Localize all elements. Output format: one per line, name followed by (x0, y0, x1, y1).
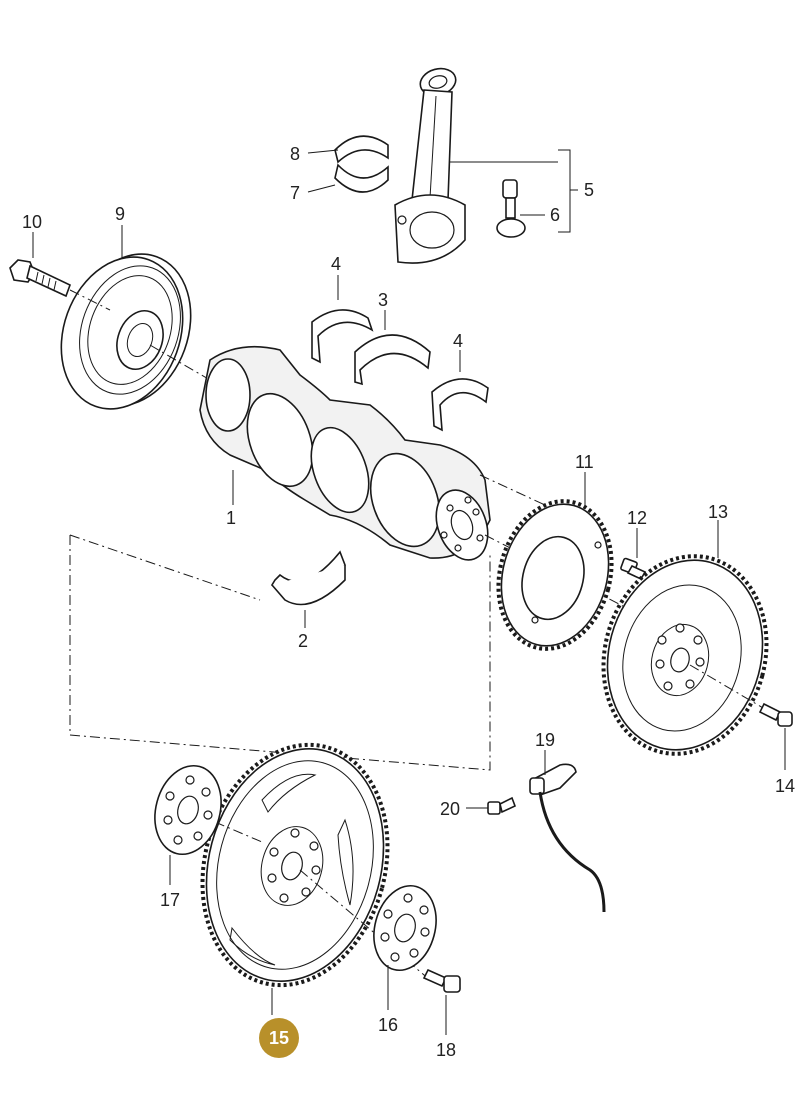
callout-17: 17 (160, 890, 180, 910)
main-bearing-shell-lower[interactable] (270, 550, 346, 606)
thrust-bearing-shell-left[interactable] (311, 309, 374, 364)
callout-16: 16 (378, 1015, 398, 1035)
callout-19: 19 (535, 730, 555, 750)
thrust-bearing-shell-right[interactable] (431, 378, 489, 432)
crankshaft[interactable] (199, 345, 497, 567)
flex-plate-flywheel[interactable] (176, 724, 413, 1006)
sensor-bolt[interactable] (487, 796, 517, 815)
flywheel-axis (689, 664, 771, 713)
callout-3: 3 (378, 290, 388, 310)
main-bearing-shell-upper[interactable] (354, 334, 431, 386)
belt-pulley[interactable] (41, 237, 211, 426)
callout-20: 20 (440, 799, 460, 819)
callout-13: 13 (708, 502, 728, 522)
crank-axis-lower (484, 534, 651, 621)
bolt-axis-line (69, 289, 111, 311)
flex-plate-bolt[interactable] (422, 968, 461, 993)
variant-group-outline-top (69, 534, 261, 601)
callout-14: 14 (775, 776, 795, 796)
callout-11: 11 (575, 452, 594, 472)
variant-group-outline (69, 535, 491, 771)
rod-bolt[interactable] (496, 179, 526, 238)
callout-1: 1 (226, 508, 236, 528)
leader-lines (32, 149, 786, 1035)
flywheel-bolt[interactable] (758, 702, 793, 727)
rod-bearing-shell-lower[interactable] (334, 163, 389, 193)
callout-6: 6 (550, 205, 560, 225)
callout-2: 2 (298, 631, 308, 651)
callout-4-left: 4 (331, 254, 341, 274)
highlight-badge (259, 1018, 299, 1058)
callout-8: 8 (290, 144, 300, 164)
callout-4-right: 4 (453, 331, 463, 351)
callout-18: 18 (436, 1040, 456, 1060)
sensor-ring-bolt[interactable] (620, 557, 647, 581)
callout-9: 9 (115, 204, 125, 224)
callout-15[interactable]: 15 (269, 1028, 289, 1048)
speed-sensor[interactable] (529, 763, 606, 913)
callout-12: 12 (627, 508, 647, 528)
connecting-rod[interactable] (394, 65, 466, 264)
pulley-bolt[interactable] (9, 259, 72, 298)
variant-axis-left (214, 821, 263, 843)
crank-axis-upper (479, 474, 546, 506)
rod-bearing-shell-upper[interactable] (334, 135, 389, 164)
callout-5: 5 (584, 180, 594, 200)
spacer-plate-rear[interactable] (365, 879, 445, 978)
sensor-ring[interactable] (482, 488, 627, 661)
callout-10: 10 (22, 212, 42, 232)
dual-mass-flywheel[interactable] (582, 538, 788, 773)
spacer-plate-front[interactable] (145, 758, 230, 861)
connecting-rod-group-bracket (450, 149, 578, 233)
pulley-axis-line (149, 344, 211, 381)
callout-7: 7 (290, 183, 300, 203)
